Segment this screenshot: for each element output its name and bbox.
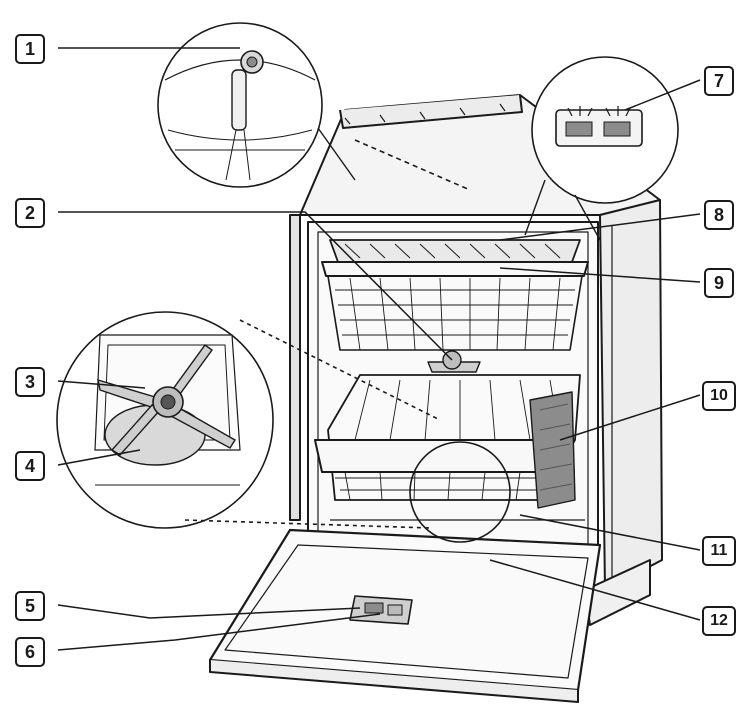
callout-7: 7 xyxy=(704,66,734,96)
upper-rack-handle xyxy=(321,261,589,277)
left-side-wall xyxy=(289,214,301,521)
indicator-panel xyxy=(555,109,643,147)
detail-circle-indicators xyxy=(531,56,679,204)
callout-9: 9 xyxy=(704,268,734,298)
magnify-circle-lower-rack xyxy=(409,441,511,543)
right-side-wall xyxy=(599,199,663,591)
upper-rack xyxy=(327,275,583,351)
callout-5: 5 xyxy=(15,591,45,621)
callout-4: 4 xyxy=(15,451,45,481)
lower-rack xyxy=(327,374,581,501)
detail-circle-upper-nozzle xyxy=(157,22,323,188)
racks xyxy=(314,239,589,567)
callout-3: 3 xyxy=(15,367,45,397)
top-rail xyxy=(339,94,523,129)
leader-lines xyxy=(57,47,701,651)
callout-12: 12 xyxy=(702,606,736,636)
open-door xyxy=(208,528,602,703)
callout-8: 8 xyxy=(704,200,734,230)
callout-2: 2 xyxy=(15,198,45,228)
callout-6: 6 xyxy=(15,637,45,667)
detail-circle-lower-spray-arm xyxy=(56,311,274,529)
callout-10: 10 xyxy=(702,381,736,411)
callout-1: 1 xyxy=(15,34,45,64)
callout-11: 11 xyxy=(702,536,736,566)
cutlery-basket xyxy=(529,391,576,509)
cutlery-tray xyxy=(329,239,581,263)
